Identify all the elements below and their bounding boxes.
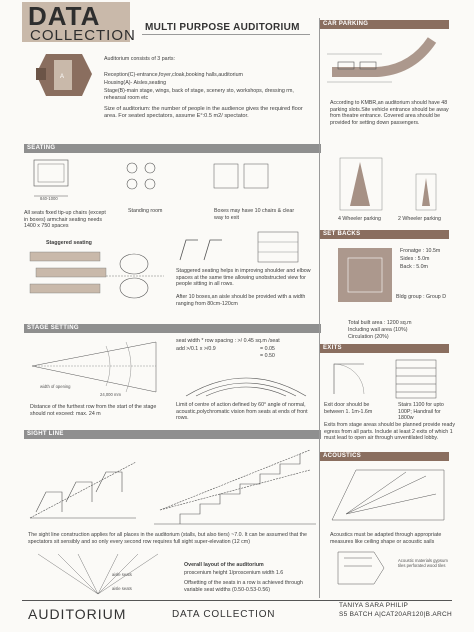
sight-offset-drawing — [37, 553, 159, 595]
section-acoustics: ACOUSTICS — [320, 452, 449, 461]
parking-slot-drawings — [339, 157, 437, 211]
acoustics-text: Acoustics must be adapted through approp… — [330, 532, 442, 545]
intro-size: Size of auditorium: the number of people… — [104, 106, 303, 119]
section-seating: SEATING — [24, 144, 321, 153]
seating-section-drawing — [179, 239, 222, 261]
acoustics-drawing — [331, 469, 445, 521]
auditorium-plan-drawing: A — [36, 54, 92, 96]
section-set-backs: SET BACKS — [320, 230, 449, 239]
frontage: Fronatge : 10.5m — [400, 248, 441, 254]
car-parking-drawing — [327, 37, 437, 83]
sides: Sides : 5.0m — [400, 256, 430, 262]
stage-distance-text: Distance of the furthest row from the st… — [30, 404, 157, 417]
title-rule — [142, 34, 310, 35]
wall-area: Including wall area (10%) — [348, 327, 408, 333]
standing-label: Standing room — [128, 208, 163, 214]
footer-title: AUDITORIUM — [28, 606, 127, 622]
offset-text: Offsetting of the seats in a row is achi… — [184, 580, 303, 593]
column-divider — [319, 18, 320, 598]
sight-line-seats-drawing — [29, 461, 137, 519]
footer-author: TANIYA SARA PHILIP S5 BATCH A|CAT20AR120… — [339, 601, 452, 619]
back: Back : 5.0m — [400, 264, 428, 270]
section-stage-setting: STAGE SETTING — [24, 324, 321, 333]
main-title: MULTI PURPOSE AUDITORIUM — [145, 22, 300, 33]
page-title: DATA — [28, 1, 101, 31]
section-sight-line: SIGHT LINE — [24, 430, 321, 439]
chairs-text: All seats fixed tip-up chairs (except in… — [24, 210, 106, 230]
row-spacing: seat width * row spacing : >/ 0.45 sq.m … — [176, 338, 280, 344]
exit-text-3: Exits from stage areas should be planned… — [324, 422, 456, 442]
aisle-seats-2: aisle seats — [112, 586, 132, 591]
vision-angle-drawing — [185, 377, 307, 397]
add-3: = 0.50 — [260, 353, 275, 359]
overall-layout: Overall layout of the auditorium — [184, 562, 264, 568]
four-wheeler-label: 4 Wheeler parking — [338, 216, 381, 222]
page-subtitle: COLLECTION — [30, 27, 136, 44]
built-area: Total built area : 1200 sq.m — [348, 320, 412, 326]
intro-line: Auditorium consists of 3 parts: — [104, 56, 175, 62]
author-name: TANIYA SARA PHILIP — [339, 602, 409, 609]
section-exits: EXITS — [320, 344, 449, 353]
staggered-rows-drawing — [29, 251, 107, 294]
add-2: = 0.05 — [260, 346, 275, 352]
acoustic-materials: Acoustic materials gypsum tiles perforat… — [398, 558, 448, 568]
exit-text-1: Exit door should be between 1. 1m-1.6m — [324, 402, 373, 415]
exit-door-drawing — [333, 363, 365, 395]
aisle-text: After 10 boxes,an aisle should be provid… — [176, 294, 306, 307]
boxes-drawing — [213, 163, 269, 189]
aisle-seats-1: aisle seats — [112, 572, 132, 577]
chair-drawing — [33, 159, 69, 197]
staggered-plan-drawing — [106, 253, 164, 299]
add-1: add >/0.1 x >/0.9 — [176, 346, 216, 352]
boxes-plan-drawing — [257, 231, 299, 263]
bldg-group: Bldg group : Group D — [396, 294, 447, 300]
raked-seating-drawing — [154, 449, 316, 525]
two-wheeler-label: 2 Wheeler parking — [398, 216, 441, 222]
depth-label: 24,000 mm — [100, 392, 121, 397]
boxes-text: Boxes may have 10 chairs & clear way to … — [214, 208, 295, 221]
chair-dim: 840-1000 — [40, 196, 58, 201]
car-parking-text: According to KMBR,an auditorium should h… — [330, 100, 449, 126]
intro-stage: Stage(B)-main stage, wings, back of stag… — [104, 88, 294, 101]
exit-text-2: Stairs 1100 for upto 100P; Handrail for … — [398, 402, 444, 422]
acoustic-materials-drawing — [337, 551, 385, 585]
stage-plan-drawing — [31, 341, 157, 393]
staggered-text: Staggered seating helps in improving sho… — [176, 268, 311, 288]
sight-line-text: The sight line construction applies for … — [28, 532, 307, 545]
limit-text: Limit of centre of action defined by 60°… — [176, 402, 308, 422]
site-plan-drawing — [338, 248, 392, 302]
proscenium-ratio: proscenium height 1/proscenium width 1.6 — [184, 570, 284, 576]
intro-housing: Housing(A)- Aisles,seating — [104, 80, 167, 86]
width-label: width of opening — [40, 384, 71, 389]
circulation: Circulation (20%) — [348, 334, 389, 340]
footer-middle: DATA COLLECTION — [172, 609, 276, 620]
svg-text:A: A — [60, 74, 64, 80]
section-car-parking: CAR PARKING — [320, 20, 449, 29]
standing-room-drawing — [126, 162, 156, 190]
author-batch: S5 BATCH A|CAT20AR120|B.ARCH — [339, 611, 453, 618]
intro-reception: Reception(C)-entrance,foyer,cloak,bookin… — [104, 72, 243, 78]
staggered-label: Staggered seating — [46, 240, 92, 246]
stair-drawing — [395, 359, 437, 399]
footer-rule — [22, 600, 452, 601]
